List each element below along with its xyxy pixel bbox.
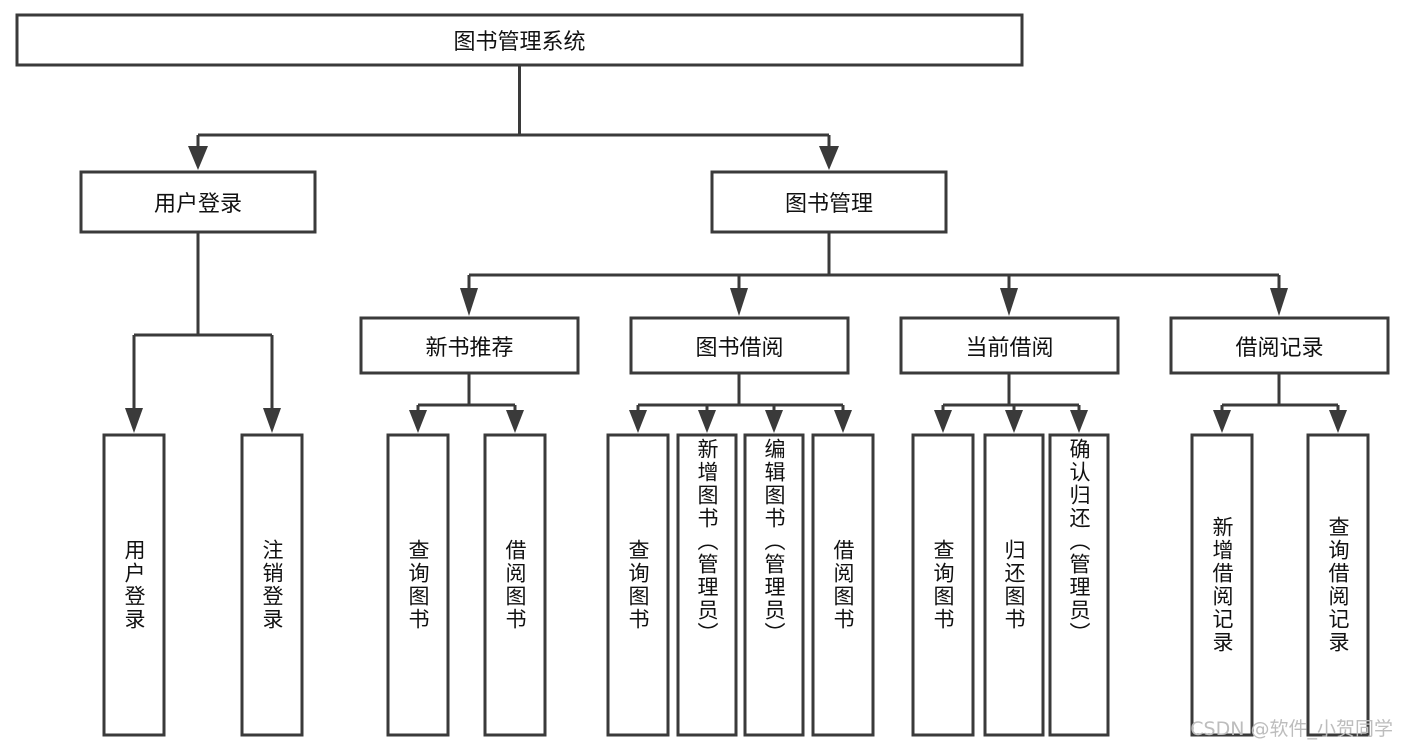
arrow-head-leaf-add-book	[698, 410, 716, 433]
node-box-leaf-query-book-2[interactable]	[606, 433, 670, 737]
arrow-head-leaf-user-login	[125, 408, 143, 433]
connector-group-new-book-recommend	[409, 373, 524, 433]
node-box-new-book-recommend[interactable]	[359, 316, 580, 375]
arrow-head-leaf-borrow-book-1	[506, 410, 524, 433]
arrow-head-leaf-query-book-3	[934, 410, 952, 433]
node-box-book-manage[interactable]	[710, 170, 948, 234]
connector-group-borrow-record	[1213, 373, 1347, 433]
node-box-leaf-query-record[interactable]	[1306, 433, 1370, 737]
node-box-leaf-user-login[interactable]	[102, 433, 166, 737]
node-box-user-login[interactable]	[79, 170, 317, 234]
arrow-head-user-login	[188, 146, 208, 170]
node-box-leaf-query-book-3[interactable]	[911, 433, 975, 737]
arrow-head-new-book-recommend	[460, 288, 478, 316]
node-box-book-borrow[interactable]	[629, 316, 850, 375]
arrow-head-leaf-query-book-2	[629, 410, 647, 433]
arrow-head-leaf-edit-book	[765, 410, 783, 433]
arrow-head-leaf-borrow-book-2	[834, 410, 852, 433]
connector-group-book-manage	[460, 232, 1288, 316]
arrow-head-leaf-query-book-1	[409, 410, 427, 433]
node-box-borrow-record[interactable]	[1169, 316, 1390, 375]
node-box-current-borrow[interactable]	[899, 316, 1120, 375]
node-box-leaf-add-record[interactable]	[1190, 433, 1254, 737]
arrow-head-leaf-add-record	[1213, 410, 1231, 433]
connector-group-user-login	[125, 232, 281, 433]
node-box-leaf-confirm-return[interactable]	[1048, 433, 1110, 737]
arrow-head-leaf-confirm-return	[1070, 410, 1088, 433]
node-box-leaf-borrow-book-1[interactable]	[483, 433, 547, 737]
arrow-head-current-borrow	[1000, 288, 1018, 316]
node-box-leaf-return-book[interactable]	[983, 433, 1045, 737]
arrow-head-borrow-record	[1270, 288, 1288, 316]
arrow-head-book-borrow	[730, 288, 748, 316]
arrow-head-leaf-user-logout	[263, 408, 281, 433]
connector-group-book-borrow	[629, 373, 852, 433]
node-box-leaf-query-book-1[interactable]	[386, 433, 450, 737]
node-box-leaf-borrow-book-2[interactable]	[811, 433, 875, 737]
node-box-root[interactable]	[15, 13, 1024, 67]
node-box-leaf-edit-book[interactable]	[743, 433, 805, 737]
node-box-leaf-add-book[interactable]	[676, 433, 738, 737]
arrow-head-leaf-query-record	[1329, 410, 1347, 433]
arrow-head-book-manage	[819, 146, 839, 170]
connector-group-root	[188, 65, 839, 170]
node-box-leaf-user-logout[interactable]	[240, 433, 304, 737]
arrow-head-leaf-return-book	[1005, 410, 1023, 433]
connector-group-current-borrow	[934, 373, 1088, 433]
